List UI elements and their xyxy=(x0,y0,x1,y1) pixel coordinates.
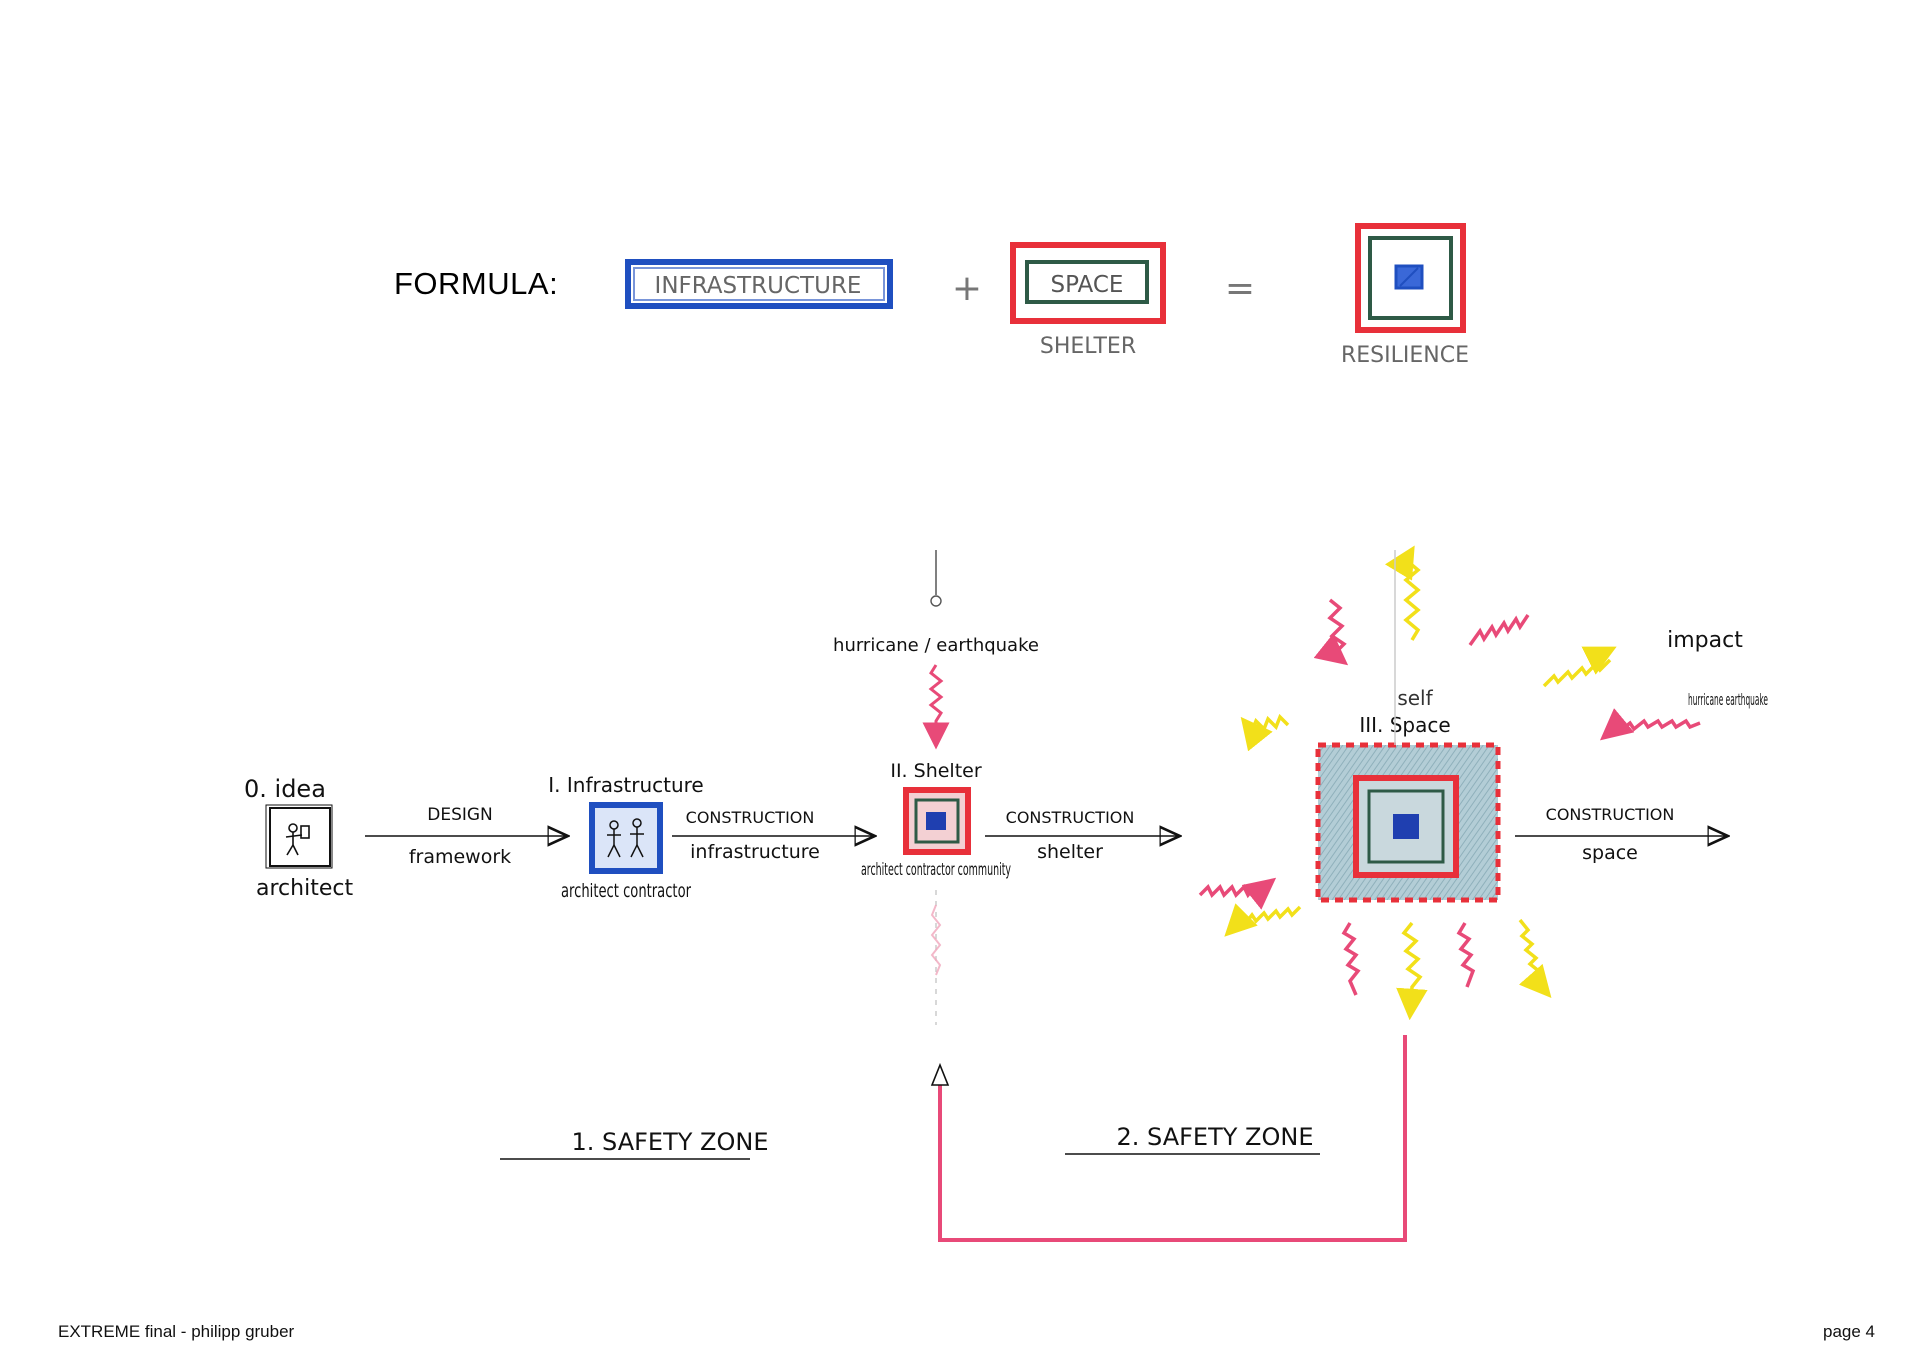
safety-zone-1: 1. SAFETY ZONE xyxy=(500,1128,769,1159)
footer-page-number: page 4 xyxy=(1823,1322,1875,1342)
stage-idea-title: 0. idea xyxy=(244,775,326,803)
stage-space-title: III. Space xyxy=(1359,713,1450,737)
arrow-construction-infrastructure-top: CONSTRUCTION xyxy=(686,808,815,827)
architect-figure-icon xyxy=(286,824,309,855)
stage-shelter-actors: architect contractor community xyxy=(861,860,1011,880)
stage-infrastructure: I. Infrastructure architect contractor xyxy=(548,773,703,902)
arrow-construction-space: CONSTRUCTION space xyxy=(1515,805,1728,864)
stage-space-prefix: self xyxy=(1397,686,1433,710)
formula-caption-resilience: RESILIENCE xyxy=(1341,343,1469,368)
formula-infrastructure-box: INFRASTRUCTURE xyxy=(628,262,890,306)
arrow-construction-space-top: CONSTRUCTION xyxy=(1546,805,1675,824)
arrow-construction-shelter: CONSTRUCTION shelter xyxy=(985,808,1180,863)
stage-infrastructure-actors: architect contractor xyxy=(561,880,691,902)
arrow-construction-infrastructure: CONSTRUCTION infrastructure xyxy=(672,808,875,863)
formula-sketch: INFRASTRUCTURE + SPACE SHELTER = RESILIE… xyxy=(580,220,1520,390)
stage-shelter-title: II. Shelter xyxy=(890,760,981,782)
stage-idea-actor: architect xyxy=(256,876,353,901)
stage-idea: 0. idea architect xyxy=(244,775,353,901)
arrow-construction-space-bottom: space xyxy=(1582,842,1638,864)
formula-equals: = xyxy=(1225,268,1255,309)
process-diagram: 0. idea architect DESIGN framework I. In… xyxy=(170,545,1770,1255)
safety-zone-1-label: 1. SAFETY ZONE xyxy=(572,1128,769,1156)
safety-zone-2-label: 2. SAFETY ZONE xyxy=(1117,1123,1314,1151)
formula-label: FORMULA: xyxy=(394,266,558,302)
formula-term-space: SPACE xyxy=(1051,272,1124,298)
footer-document-title: EXTREME final - philipp gruber xyxy=(58,1322,294,1342)
label-hazard: hurricane earthquake xyxy=(1688,690,1768,709)
safety-zone-2: 2. SAFETY ZONE xyxy=(1065,1123,1320,1154)
arrow-construction-infrastructure-bottom: infrastructure xyxy=(690,841,820,863)
arrow-design-bottom: framework xyxy=(409,846,511,868)
arrow-construction-shelter-top: CONSTRUCTION xyxy=(1006,808,1135,827)
stage-space: self III. Space xyxy=(1318,686,1498,900)
formula-shelter-box: SPACE SHELTER xyxy=(1013,245,1163,359)
formula-caption-shelter: SHELTER xyxy=(1040,334,1136,359)
arrow-design-top: DESIGN xyxy=(427,805,493,825)
arrow-design: DESIGN framework xyxy=(365,805,568,868)
formula-resilience-box: RESILIENCE xyxy=(1341,226,1469,368)
stage-shelter-event: hurricane / earthquake xyxy=(833,635,1039,656)
formula-plus: + xyxy=(952,268,982,309)
stage-shelter: hurricane / earthquake II. Shelter archi… xyxy=(833,550,1039,1025)
label-impact: impact xyxy=(1667,628,1743,653)
arrow-construction-shelter-bottom: shelter xyxy=(1037,841,1103,863)
stage-infrastructure-title: I. Infrastructure xyxy=(548,773,703,797)
formula-term-infrastructure: INFRASTRUCTURE xyxy=(655,273,862,299)
